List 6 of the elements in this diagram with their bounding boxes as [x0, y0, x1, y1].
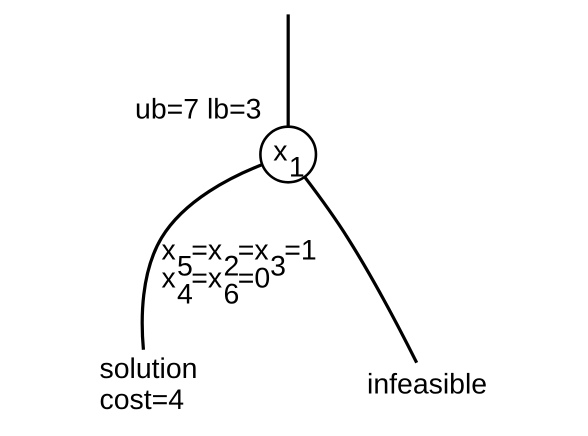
node-label: ub=7 lb=3	[135, 93, 262, 126]
connector	[140, 163, 263, 350]
node-text: solution cost=4	[100, 353, 198, 416]
connector	[304, 176, 418, 364]
node-text: infeasible	[367, 368, 488, 401]
connector	[286, 14, 290, 126]
